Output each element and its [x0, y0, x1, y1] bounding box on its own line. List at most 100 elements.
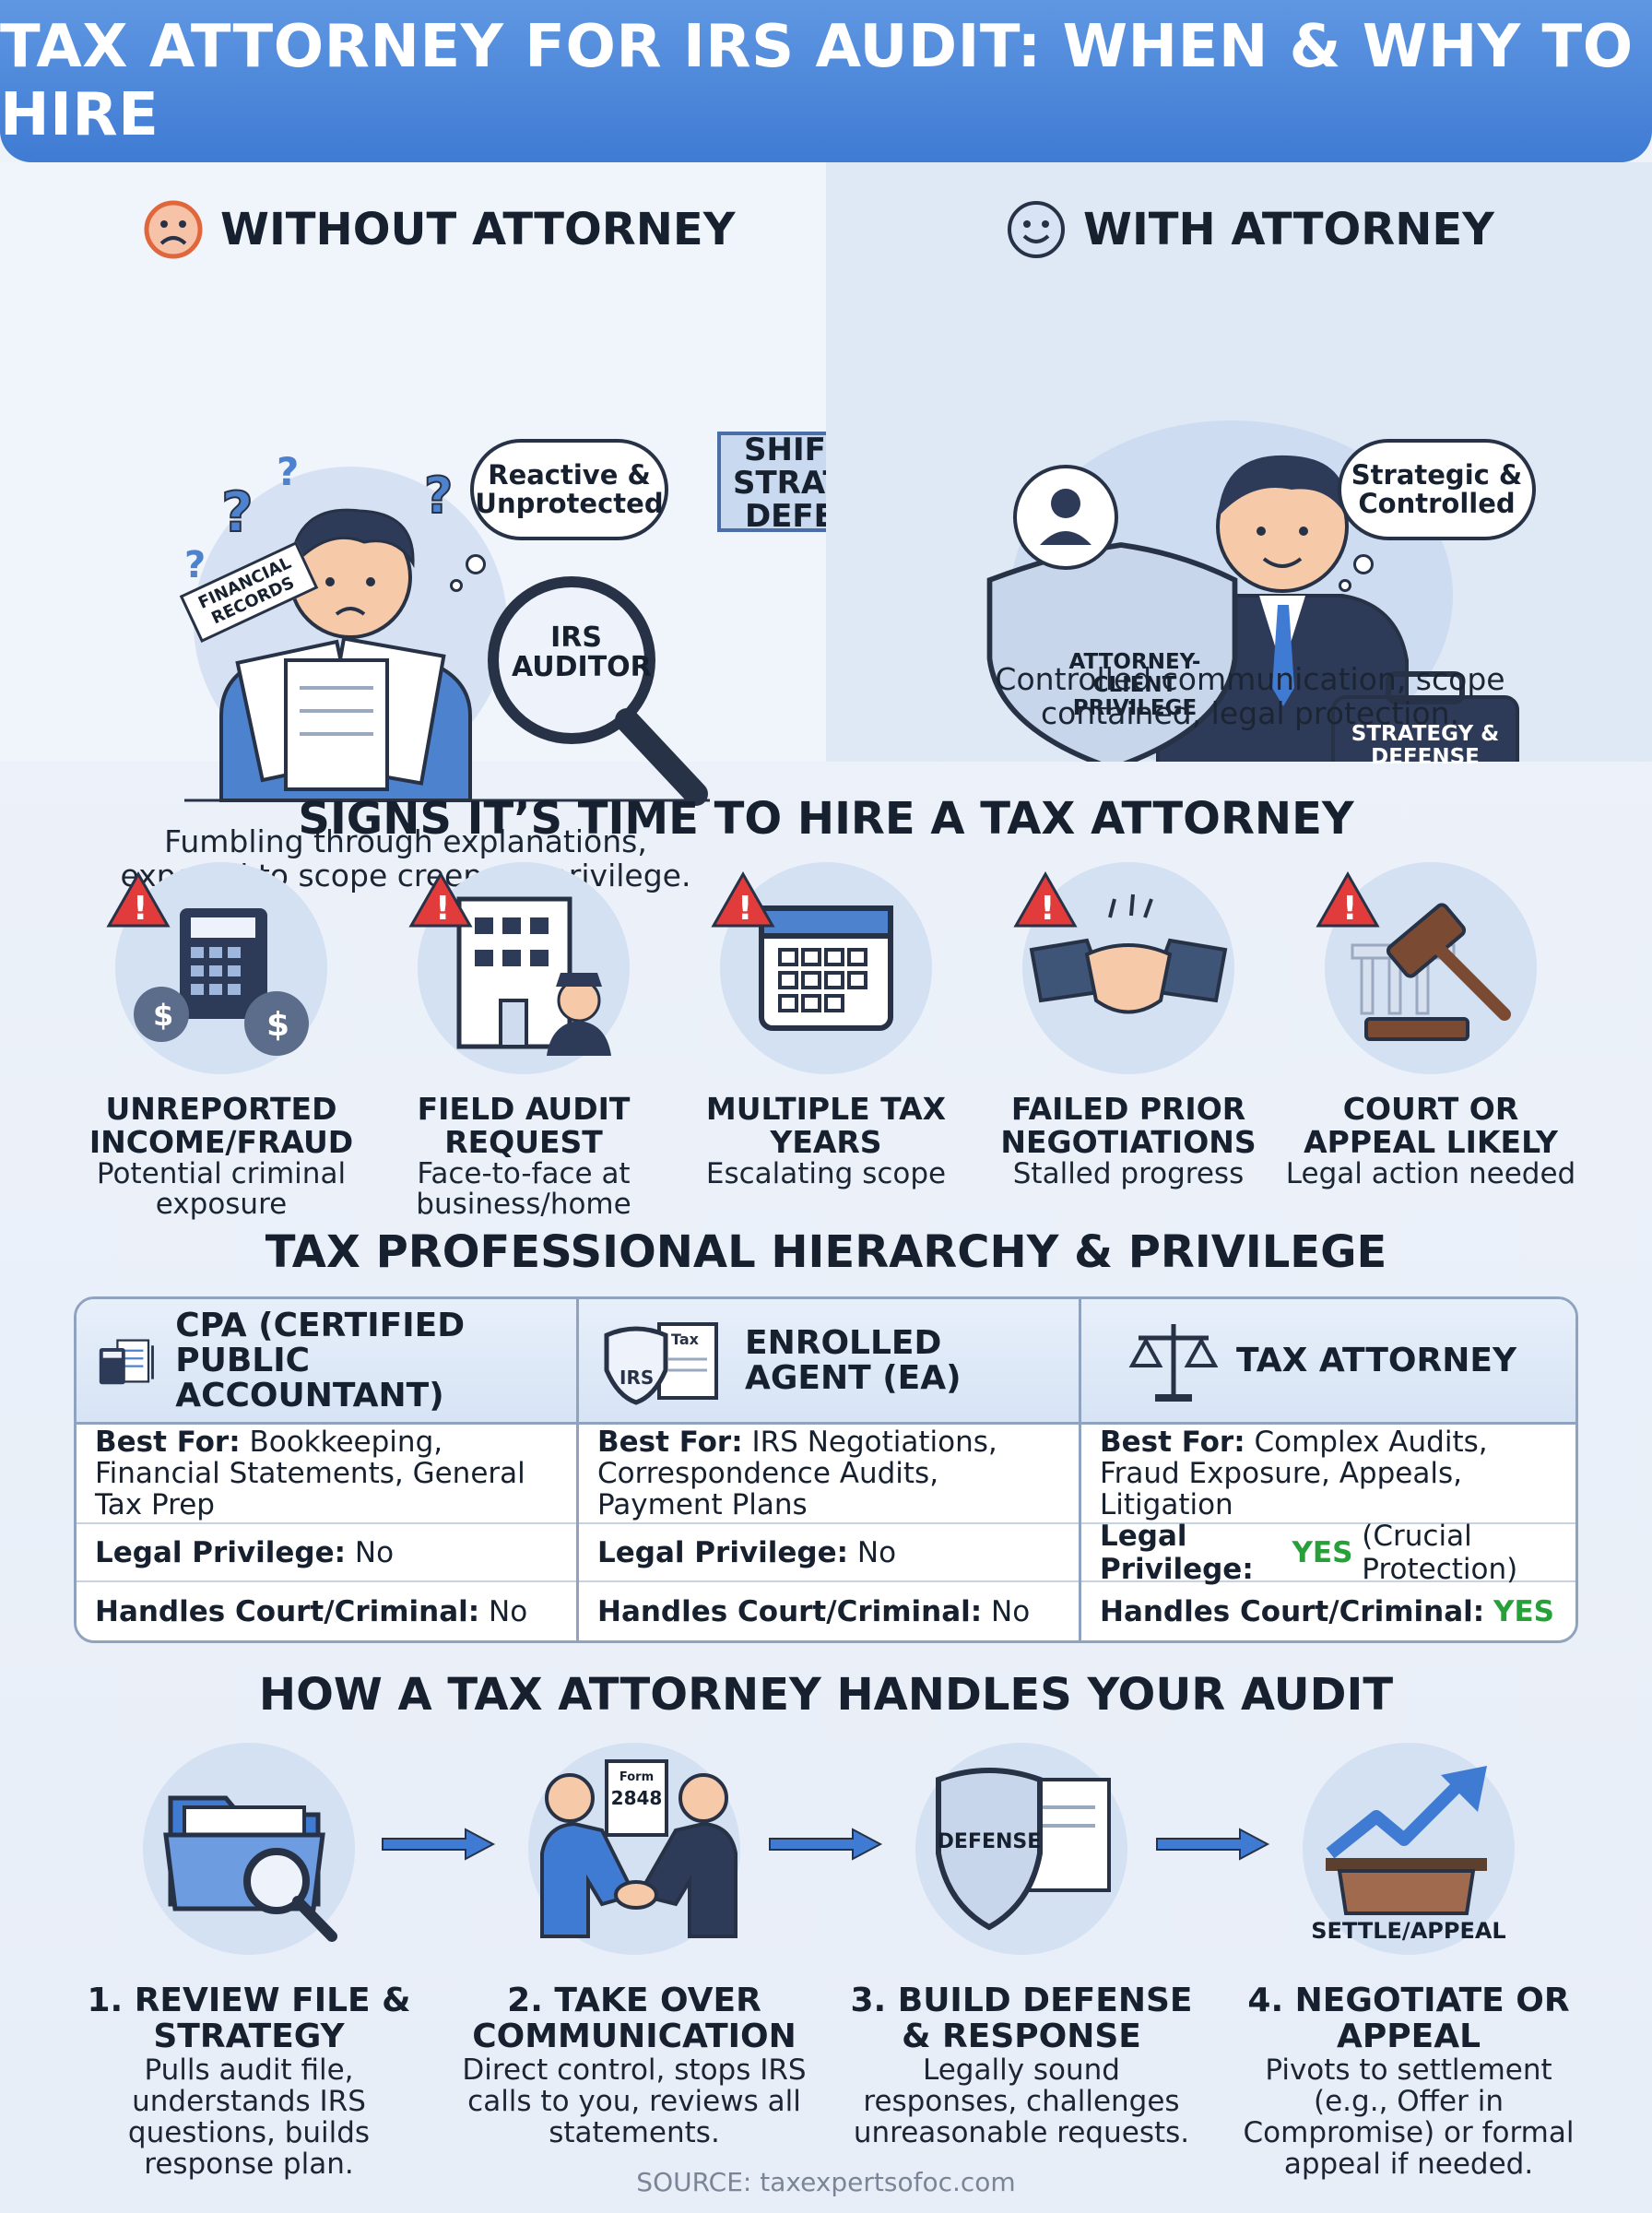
table-column-header: TAX ATTORNEY: [1081, 1299, 1575, 1425]
table-row-best-for: Best For: Complex Audits, Fraud Exposure…: [1081, 1425, 1575, 1524]
svg-text:!: !: [133, 890, 148, 928]
defense-label: DEFENSE: [937, 1830, 1042, 1853]
row-label: Handles Court/Criminal:: [1100, 1594, 1485, 1628]
form-label: Form: [619, 1770, 655, 1784]
warning-icon: !: [1013, 871, 1078, 928]
sign-title: FAILED PRIOR NEGOTIATIONS: [1000, 1091, 1257, 1160]
bubble-dot: [1353, 554, 1374, 574]
svg-text:!: !: [1040, 890, 1055, 928]
table-column-enrolled-agent: Tax IRS ENROLLED AGENT (EA) Best For: IR…: [579, 1299, 1081, 1640]
without-thought-bubble: Reactive & Unprotected: [470, 439, 668, 540]
defense-shield-icon: DEFENSE: [915, 1743, 1127, 1955]
row-label: Handles Court/Criminal:: [597, 1594, 983, 1628]
table-row-court: Handles Court/Criminal: No: [579, 1582, 1079, 1640]
process-step: Form 2848 2. TAKE OVER COMMUNICATION Dir…: [459, 1743, 809, 2148]
sign-item: ! COURT OR APPEAL LIKELY Legal action ne…: [1279, 862, 1583, 1189]
column-name: CPA (CERTIFIED PUBLIC ACCOUNTANT): [175, 1306, 466, 1414]
svg-text:?: ?: [424, 467, 453, 525]
svg-text:?: ?: [277, 449, 299, 494]
row-value: No: [354, 1535, 395, 1569]
without-attorney-panel: WITHOUT ATTORNEY ? ? ? ? FINANCIAL RECOR…: [0, 162, 826, 893]
with-attorney-title: WITH ATTORNEY: [1083, 204, 1494, 255]
with-attorney-heading: WITH ATTORNEY: [1006, 199, 1494, 260]
sign-desc: Face-to-face at business/home: [416, 1157, 631, 1221]
row-label: Best For:: [95, 1426, 241, 1459]
sign-item: ! FIELD AUDIT REQUEST Face-to-face at bu…: [372, 862, 676, 1220]
scales-of-justice-icon: [1128, 1323, 1219, 1402]
process-step: SETTLE/APPEAL 4. NEGOTIATE OR APPEAL Piv…: [1233, 1743, 1584, 2180]
row-label: Legal Privilege:: [597, 1535, 849, 1569]
warning-icon: !: [106, 871, 171, 928]
svg-text:!: !: [435, 890, 450, 928]
with-attorney-panel: WITH ATTORNEY ATTORNEY-CLIENT PRIVILEGE …: [826, 162, 1652, 769]
hierarchy-table: CPA (CERTIFIED PUBLIC ACCOUNTANT) Best F…: [74, 1296, 1578, 1643]
right-arrow-icon: [1156, 1828, 1270, 1861]
table-row-best-for: Best For: Bookkeeping, Financial Stateme…: [77, 1425, 576, 1524]
right-arrow-icon: [769, 1828, 883, 1861]
table-column-header: Tax IRS ENROLLED AGENT (EA): [579, 1299, 1079, 1425]
row-label: Best For:: [1100, 1426, 1245, 1459]
sign-title: MULTIPLE TAX YEARS: [705, 1091, 947, 1160]
building-officer-icon: [418, 862, 630, 1074]
step-desc: Pulls audit file, understands IRS questi…: [127, 2053, 371, 2181]
step-desc: Legally sound responses, challenges unre…: [853, 2053, 1190, 2149]
step-title: 1. REVIEW FILE & STRATEGY: [87, 1982, 411, 2055]
sign-item: $ $ ! UNREPORTED INCOME/FRAUD Potential …: [69, 862, 373, 1220]
with-caption: Controlled communication, scope containe…: [995, 661, 1505, 731]
sign-desc: Potential criminal exposure: [96, 1157, 347, 1221]
svg-text:IRS: IRS: [620, 1367, 654, 1389]
warning-icon: !: [711, 871, 775, 928]
smiley-face-icon: [1008, 201, 1065, 258]
table-column-tax-attorney: TAX ATTORNEY Best For: Complex Audits, F…: [1081, 1299, 1575, 1640]
warning-icon: !: [408, 871, 473, 928]
folder-magnifier-icon: [143, 1743, 355, 1955]
table-row-privilege: Legal Privilege: No: [77, 1524, 576, 1582]
hierarchy-section-title: TAX PROFESSIONAL HIERARCHY & PRIVILEGE: [265, 1226, 1387, 1278]
step-desc: Direct control, stops IRS calls to you, …: [462, 2053, 807, 2149]
sign-title: COURT OR APPEAL LIKELY: [1304, 1091, 1558, 1160]
privilege-shield-label: ATTORNEY-CLIENT PRIVILEGE: [1068, 650, 1201, 720]
table-row-privilege: Legal Privilege: YES (Crucial Protection…: [1081, 1520, 1575, 1586]
column-name: ENROLLED AGENT (EA): [745, 1323, 962, 1397]
sign-desc: Legal action needed: [1285, 1157, 1576, 1190]
process-step: DEFENSE 3. BUILD DEFENSE & RESPONSE Lega…: [846, 1743, 1197, 2148]
source-citation: SOURCE: taxexpertsofoc.com: [636, 2167, 1016, 2197]
table-row-court: Handles Court/Criminal: No: [77, 1582, 576, 1640]
podium-growth-icon: SETTLE/APPEAL: [1303, 1743, 1515, 1955]
warning-icon: !: [1316, 871, 1380, 928]
handshake-form-icon: Form 2848: [528, 1743, 740, 1955]
svg-text:!: !: [738, 890, 752, 928]
table-row-best-for: Best For: IRS Negotiations, Corresponden…: [579, 1425, 1079, 1524]
sad-face-icon: [144, 200, 203, 259]
without-attorney-title: WITHOUT ATTORNEY: [220, 204, 736, 255]
column-name: TAX ATTORNEY: [1236, 1341, 1517, 1379]
calendar-icon: [720, 862, 932, 1074]
sign-item: ! FAILED PRIOR NEGOTIATIONS Stalled prog…: [976, 862, 1280, 1189]
step-desc: Pivots to settlement (e.g., Offer in Com…: [1243, 2053, 1575, 2181]
bubble-dot: [450, 579, 463, 592]
sign-desc: Escalating scope: [705, 1157, 947, 1190]
irs-badge-document-icon: Tax IRS: [604, 1321, 718, 1405]
without-attorney-heading: WITHOUT ATTORNEY: [143, 199, 735, 260]
row-value-yes: YES: [1493, 1594, 1554, 1628]
bubble-dot: [1339, 579, 1351, 592]
row-value: Complex Audits, Fraud Exposure, Appeals,…: [1100, 1426, 1488, 1521]
step-title: 2. TAKE OVER COMMUNICATION: [472, 1982, 796, 2055]
settle-appeal-label: SETTLE/APPEAL: [1311, 1918, 1506, 1944]
svg-text:!: !: [1342, 890, 1357, 928]
svg-text:?: ?: [184, 544, 206, 586]
sign-item: ! MULTIPLE TAX YEARS Escalating scope: [674, 862, 978, 1189]
briefcase-label: STRATEGY & DEFENSE: [1351, 722, 1500, 769]
row-value-yes: YES: [1292, 1535, 1353, 1569]
row-value: No: [991, 1594, 1031, 1628]
signs-section-title: SIGNS IT’S TIME TO HIRE A TAX ATTORNEY: [298, 793, 1354, 845]
row-label: Handles Court/Criminal:: [95, 1594, 480, 1628]
process-step: 1. REVIEW FILE & STRATEGY Pulls audit fi…: [74, 1743, 424, 2180]
sign-title: UNREPORTED INCOME/FRAUD: [88, 1091, 354, 1160]
table-row-court: Handles Court/Criminal: YES: [1081, 1582, 1575, 1640]
svg-text:Tax: Tax: [671, 1331, 700, 1348]
svg-text:$: $: [266, 1006, 289, 1044]
form-number: 2848: [610, 1787, 663, 1809]
calculator-documents-icon: [99, 1338, 154, 1384]
row-value: Bookkeeping, Financial Statements, Gener…: [95, 1426, 525, 1521]
